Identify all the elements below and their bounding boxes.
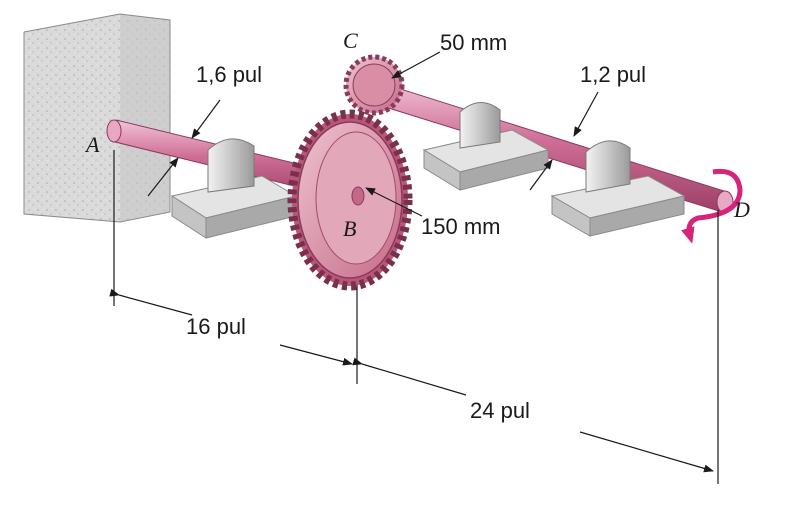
label-gear-c-radius: 50 mm <box>440 30 507 55</box>
gear-c <box>343 54 405 116</box>
wall <box>23 13 171 223</box>
label-shaft-cd-diameter: 1,2 pul <box>580 62 646 87</box>
label-point-d: D <box>733 197 750 222</box>
curved-arrow-icon <box>681 168 743 244</box>
label-gear-b-radius: 150 mm <box>421 214 500 239</box>
label-point-c: C <box>343 28 358 53</box>
dimension-lines <box>109 150 719 484</box>
torque-arrow <box>681 168 743 244</box>
label-length-bd: 24 pul <box>470 398 530 423</box>
label-length-ab: 16 pul <box>186 314 246 339</box>
bearing-c1 <box>422 102 550 191</box>
bearing-c2 <box>550 140 686 237</box>
leader-lines <box>147 51 599 217</box>
gear-b <box>287 109 413 291</box>
label-shaft-ab-diameter: 1,6 pul <box>196 62 262 87</box>
label-point-b: B <box>343 216 356 241</box>
label-point-a: A <box>84 132 100 157</box>
